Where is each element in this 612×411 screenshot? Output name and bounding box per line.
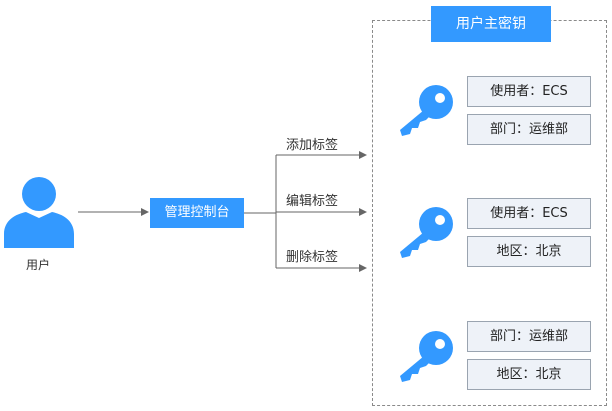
key3-tag-1: 部门：运维部	[467, 321, 591, 352]
key-icon	[400, 207, 453, 258]
operation-add-tag: 添加标签	[286, 138, 339, 153]
key3-tag-2: 地区：北京	[467, 359, 591, 390]
key-icon	[400, 331, 453, 382]
key1-tag-2: 部门：运维部	[467, 114, 591, 145]
key1-tag-1: 使用者：ECS	[467, 76, 591, 107]
key2-tag-2: 地区：北京	[467, 236, 591, 267]
management-console-box: 管理控制台	[150, 198, 244, 228]
key-icon	[400, 85, 453, 136]
operation-delete-tag: 删除标签	[286, 250, 339, 265]
user-silhouette-icon	[4, 177, 74, 248]
key2-tag-1: 使用者：ECS	[467, 198, 591, 229]
user-label: 用户	[25, 258, 50, 272]
region-title: 用户主密钥	[431, 6, 551, 42]
operation-edit-tag: 编辑标签	[286, 194, 339, 209]
